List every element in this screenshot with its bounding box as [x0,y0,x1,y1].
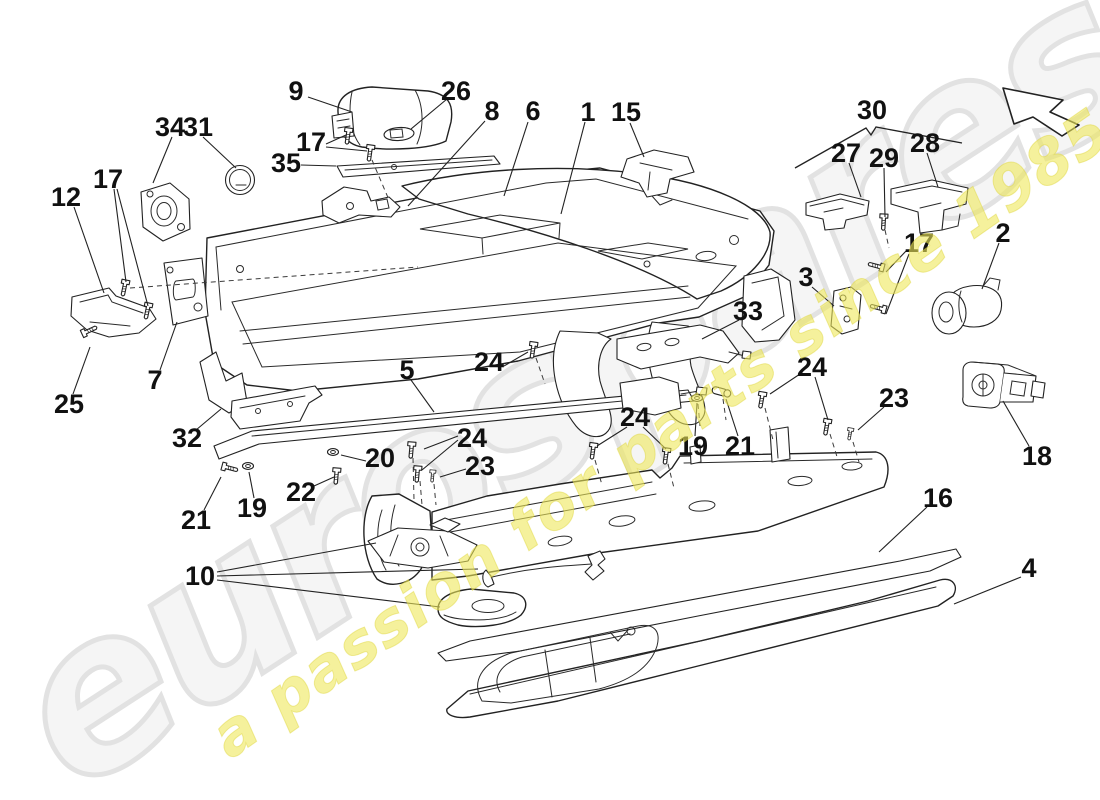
trim-strip [437,548,962,662]
release-cable [482,550,606,588]
callout-23-left[interactable]: 23 [465,451,495,481]
callout-7[interactable]: 7 [147,365,162,395]
callout-26[interactable]: 26 [441,76,471,106]
callout-32[interactable]: 32 [172,423,202,453]
callout-17-top[interactable]: 17 [296,127,326,157]
callout-34[interactable]: 34 [155,112,185,142]
retainer-strip [336,155,501,178]
group-bracket-30 [794,126,963,169]
callout-33[interactable]: 33 [733,296,763,326]
callout-12[interactable]: 12 [51,182,81,212]
callout-17-right[interactable]: 17 [904,228,934,258]
callout-23-right[interactable]: 23 [879,383,909,413]
callout-6[interactable]: 6 [525,96,540,126]
door-mount-tab [769,426,791,463]
callout-25[interactable]: 25 [54,389,84,419]
callout-15[interactable]: 15 [611,97,641,127]
callout-3[interactable]: 3 [798,262,813,292]
lamp-housing [331,86,453,150]
round-plug [224,164,256,196]
lower-trim-panel [446,578,957,719]
mount-bracket-plate [321,186,401,224]
callout-31[interactable]: 31 [183,112,213,142]
guide-clip-small [805,193,870,231]
leader-lines [72,96,1030,608]
parts-layer [70,86,1046,719]
latch-bracket [620,149,695,206]
callout-24-c[interactable]: 24 [797,352,827,382]
callout-35[interactable]: 35 [271,148,301,178]
glovebox-lid [401,167,771,300]
hinge-stub-left [199,351,248,414]
door-mount-tab [689,444,702,465]
callout-30[interactable]: 30 [857,95,887,125]
side-bracket-left [70,287,157,338]
callout-18[interactable]: 18 [1022,441,1052,471]
callout-19-center[interactable]: 19 [678,431,708,461]
callout-22[interactable]: 22 [286,477,316,507]
callout-17-left[interactable]: 17 [93,164,123,194]
callout-28[interactable]: 28 [910,128,940,158]
callout-20[interactable]: 20 [365,443,395,473]
guide-clip-large [890,179,969,234]
callout-layer: 9 26 8 6 1 15 30 27 29 28 34 31 17 35 12… [51,76,1052,591]
callout-5[interactable]: 5 [399,355,414,385]
callout-9[interactable]: 9 [288,76,303,106]
glovebox-switch [962,361,1046,409]
callout-19-left[interactable]: 19 [237,493,267,523]
stop-bracket [830,286,862,335]
callout-21-left[interactable]: 21 [181,505,211,535]
hinge-plate [163,257,209,326]
lock-latch-assembly [367,517,478,569]
callout-4[interactable]: 4 [1021,553,1036,583]
cross-rail [213,376,708,460]
callout-8[interactable]: 8 [484,96,499,126]
door-handle [437,588,527,628]
hinge-bracket-right [741,268,796,343]
callout-27[interactable]: 27 [831,138,861,168]
bushing-grommet [931,277,1003,335]
nav-arrow-icon[interactable] [1002,87,1080,137]
callout-10[interactable]: 10 [185,561,215,591]
callout-24-d[interactable]: 24 [457,423,487,453]
callout-16[interactable]: 16 [923,483,953,513]
alignment-dashes [129,159,890,506]
callout-2[interactable]: 2 [995,218,1010,248]
callout-1[interactable]: 1 [580,97,595,127]
gasket-ring [140,182,191,242]
callout-21-center[interactable]: 21 [725,431,755,461]
callout-24-b[interactable]: 24 [620,402,650,432]
slide-strip [230,385,323,430]
callout-29[interactable]: 29 [869,143,899,173]
callout-24-a[interactable]: 24 [474,347,504,377]
bulb [383,126,415,142]
